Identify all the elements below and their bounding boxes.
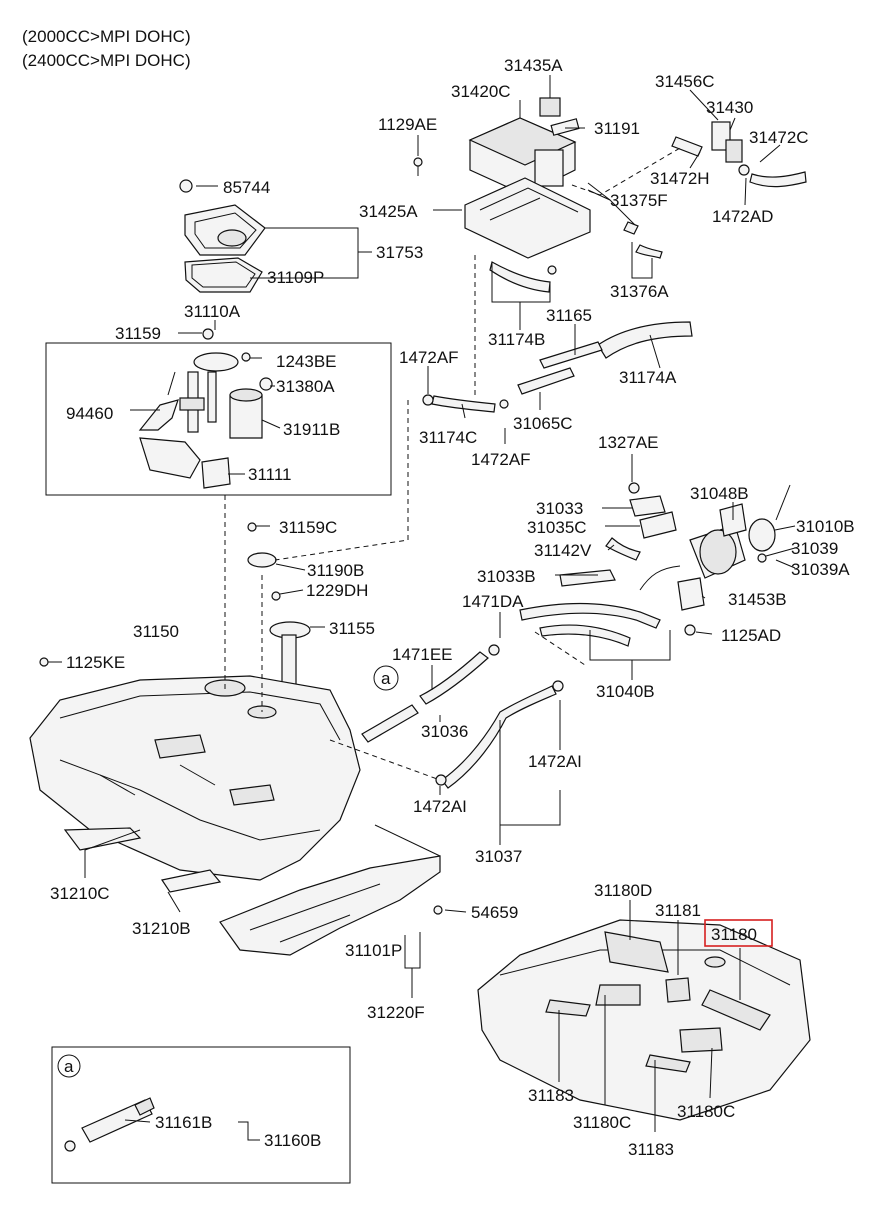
label-31039A: 31039A [791,560,850,579]
fuel-lines-drawing [39,644,564,789]
label-31160B: 31160B [264,1131,321,1150]
tank-straps-drawing [63,827,222,893]
label-31161B: 31161B [155,1113,212,1132]
label-31180D: 31180D [594,881,652,900]
inset-a-label: a [64,1057,74,1076]
label-1229DH: 1229DH [306,581,368,600]
label-31174B: 31174B [488,330,545,349]
label-31109P: 31109P [267,268,324,287]
header-engine-line-2: (2400CC>MPI DOHC) [22,51,191,70]
label-31155: 31155 [329,619,375,638]
callout-a-label: a [381,669,391,688]
label-31376A: 31376A [610,282,669,301]
label-31430: 31430 [706,98,753,117]
fuel-tank-pads-drawing [477,919,811,1121]
label-31150: 31150 [133,622,179,641]
label-31035C: 31035C [527,518,587,537]
label-1125KE: 1125KE [66,653,125,672]
label-31048B: 31048B [690,484,749,503]
label-1243BE: 1243BE [276,352,337,371]
pump-cover-drawing [179,179,266,293]
canister-assembly-drawing [413,97,591,259]
label-31472C: 31472C [749,128,809,147]
label-31191: 31191 [594,119,640,138]
fuel-pump-module-box [45,342,392,496]
label-85744: 85744 [223,178,270,197]
label-1471DA: 1471DA [462,592,524,611]
label-31033B: 31033B [477,567,536,586]
inset-a-box [51,1046,351,1184]
purge-valve-drawing [671,121,807,188]
label-31210C: 31210C [50,884,110,903]
label-31174C: 31174C [419,428,477,447]
fuel-pump-module-drawing [138,328,273,489]
label-31165: 31165 [546,306,592,325]
inset-filler-pipe-drawing [64,1097,155,1152]
label-1472AF-upper: 1472AF [399,348,459,367]
filler-hoses-drawing [422,321,693,413]
label-1472AF-lower: 1472AF [471,450,531,469]
label-1471EE: 1471EE [392,645,453,664]
label-54659: 54659 [471,903,518,922]
label-31101P: 31101P [345,941,402,960]
label-31190B: 31190B [307,561,364,580]
label-1327AE: 1327AE [598,433,659,452]
label-31181: 31181 [655,901,701,920]
label-31220F: 31220F [367,1003,425,1022]
label-31911B: 31911B [283,420,340,439]
label-31375F: 31375F [610,191,668,210]
highlight-box-31180 [704,919,773,947]
label-1472AI-right: 1472AI [528,752,582,771]
label-31159: 31159 [115,324,161,343]
label-31210B: 31210B [132,919,191,938]
label-1472AD: 1472AD [712,207,773,226]
label-31033: 31033 [536,499,583,518]
label-1129AE: 1129AE [378,115,437,134]
label-1125AD: 1125AD [721,626,781,645]
label-31456C: 31456C [655,72,715,91]
label-31753: 31753 [376,243,423,262]
label-31472H: 31472H [650,169,710,188]
tank-heat-protector-drawing [219,824,443,956]
inset-a-circle [57,1054,81,1078]
label-31180C-left: 31180C [573,1113,631,1132]
label-31036: 31036 [421,722,468,741]
label-1472AI-left: 1472AI [413,797,467,816]
label-31039: 31039 [791,539,838,558]
label-31110A: 31110A [184,302,241,321]
filler-neck-assembly-drawing [519,482,791,647]
label-31180C-right: 31180C [677,1102,735,1121]
label-31420C: 31420C [451,82,511,101]
header-engine-line-1: (2000CC>MPI DOHC) [22,27,191,46]
label-31142V: 31142V [534,541,592,560]
label-31040B: 31040B [596,682,655,701]
label-31111: 31111 [248,465,292,484]
dashed-reference-lines [224,147,681,781]
label-31065C: 31065C [513,414,573,433]
label-31174A: 31174A [619,368,677,387]
label-31453B: 31453B [728,590,787,609]
callout-a-circle [373,665,399,691]
fuel-level-sender-drawing [247,522,311,734]
part-labels: 31435A 31420C 31456C 31430 31472C 1129AE… [50,56,855,1159]
label-31159C: 31159C [279,518,337,537]
label-31380A: 31380A [276,377,335,396]
label-31435A: 31435A [504,56,563,75]
label-94460: 94460 [66,404,113,423]
label-31180: 31180 [711,925,757,944]
label-31183-left: 31183 [528,1086,574,1105]
label-31037: 31037 [475,847,522,866]
label-31183-right: 31183 [628,1140,674,1159]
label-31425A: 31425A [359,202,418,221]
label-31010B: 31010B [796,517,855,536]
